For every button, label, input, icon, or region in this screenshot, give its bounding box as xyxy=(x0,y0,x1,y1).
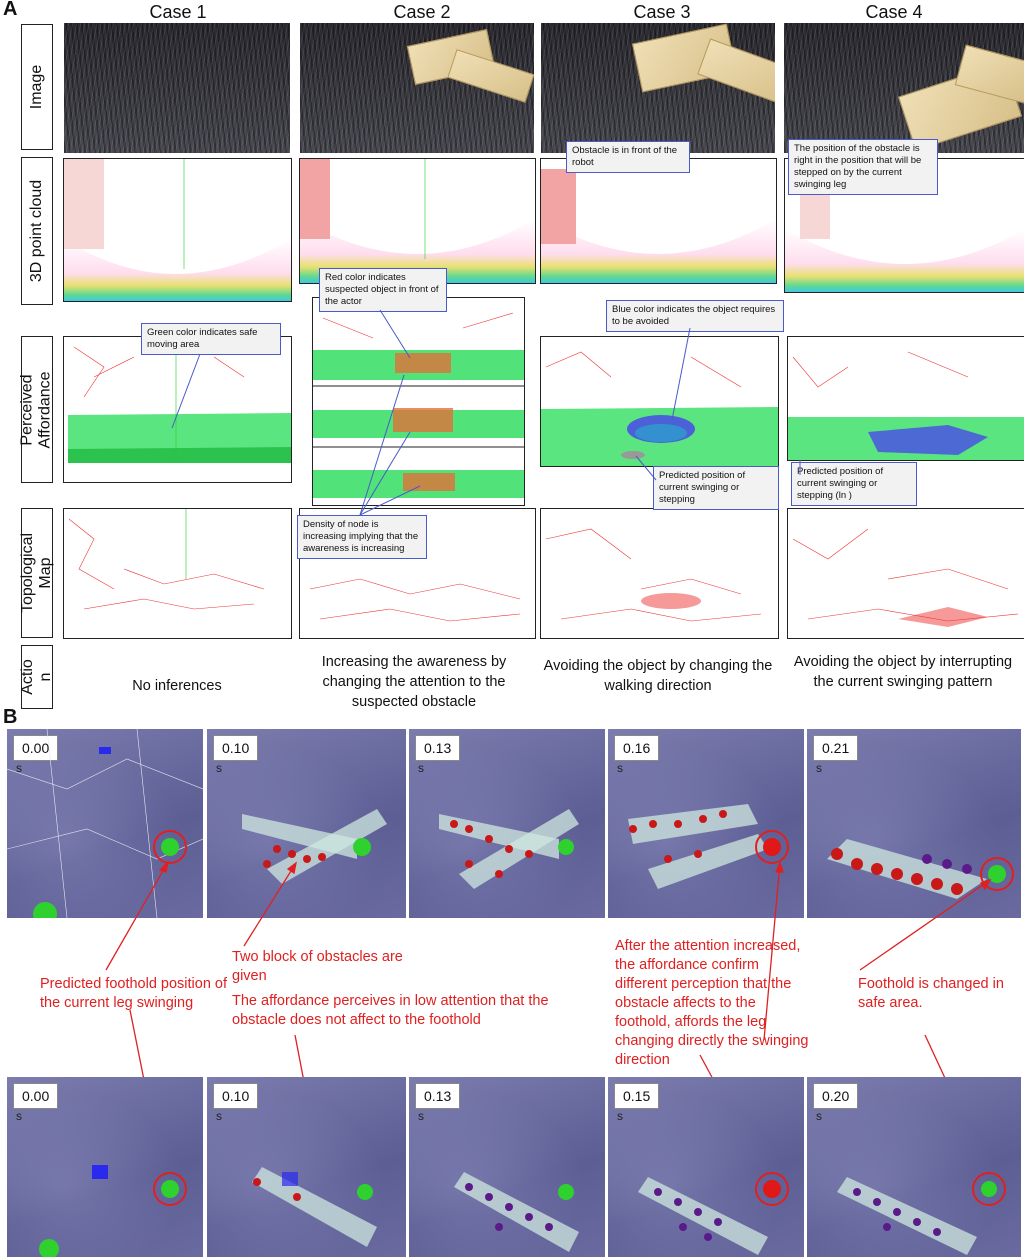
panel-b-label: B xyxy=(3,706,18,728)
case-3-point-cloud xyxy=(540,158,777,284)
time-label: 0.16 xyxy=(614,735,660,761)
case-4-topological-map xyxy=(787,508,1024,639)
case-2-image xyxy=(300,23,534,153)
note-predicted-foothold: Predicted foothold position of the curre… xyxy=(40,976,228,1011)
time-unit: s xyxy=(816,1109,822,1123)
sim-bottom-frame-4: 0.15 s xyxy=(608,1077,804,1257)
note-two-blocks: Two block of obstacles are given xyxy=(232,949,403,984)
time-label: 0.10 xyxy=(213,735,259,761)
time-unit: s xyxy=(216,761,222,775)
callout-leader-lines xyxy=(171,309,801,516)
case-3-image xyxy=(541,23,775,153)
row-label-affordance: Perceived Affordance xyxy=(19,336,54,483)
action-case-2: Increasing the awareness by changing the… xyxy=(321,654,507,710)
callout-red-color: Red color indicates suspected object in … xyxy=(319,268,447,312)
case-2-point-cloud xyxy=(299,158,536,284)
callout-obstacle-front: Obstacle is in front of the robot xyxy=(566,141,690,173)
callout-density: Density of node is increasing implying t… xyxy=(297,515,427,559)
callout-green-color: Green color indicates safe moving area xyxy=(141,323,281,355)
callout-predicted-case4: Predicted position of current swinging o… xyxy=(791,462,917,506)
case-3-affordance xyxy=(540,336,779,467)
case-1-point-cloud xyxy=(63,158,292,302)
time-unit: s xyxy=(418,1109,424,1123)
case-1-image xyxy=(64,23,290,153)
case-3-header: Case 3 xyxy=(633,2,691,22)
sim-top-frame-3: 0.13 s xyxy=(409,729,605,918)
row-label-topological: Topological Map xyxy=(19,508,54,638)
case-2-affordance xyxy=(312,297,525,506)
callout-blue-color: Blue color indicates the object requires… xyxy=(606,300,784,332)
time-label: 0.10 xyxy=(213,1083,259,1109)
sim-bottom-frame-2: 0.10 s xyxy=(207,1077,406,1257)
time-unit: s xyxy=(16,1109,22,1123)
time-label: 0.00 xyxy=(13,1083,59,1109)
row-label-image: Image xyxy=(21,24,53,150)
time-label: 0.00 xyxy=(13,735,59,761)
row-label-action: Actio n xyxy=(19,645,54,709)
case-1-affordance xyxy=(63,336,292,483)
sim-top-frame-1: 0.00 s xyxy=(7,729,203,918)
panel-a-label: A xyxy=(3,0,18,20)
time-unit: s xyxy=(16,761,22,775)
row-label-point-cloud: 3D point cloud xyxy=(21,157,53,305)
sim-top-frame-4: 0.16 s xyxy=(608,729,804,918)
case-3-topological-map xyxy=(540,508,779,639)
sim-bottom-frame-5: 0.20 s xyxy=(807,1077,1021,1257)
time-unit: s xyxy=(418,761,424,775)
time-unit: s xyxy=(816,761,822,775)
time-label: 0.21 xyxy=(813,735,859,761)
sim-bottom-frame-1: 0.00 s xyxy=(7,1077,203,1257)
action-case-4: Avoiding the object by interrupting the … xyxy=(793,654,1013,690)
time-label: 0.13 xyxy=(415,1083,461,1109)
time-unit: s xyxy=(617,1109,623,1123)
time-unit: s xyxy=(216,1109,222,1123)
callout-predicted-case3: Predicted position of current swinging o… xyxy=(653,466,779,510)
case-4-header: Case 4 xyxy=(865,2,923,22)
note-foothold-changed: Foothold is changed in safe area. xyxy=(858,976,1004,1011)
time-label: 0.20 xyxy=(813,1083,859,1109)
callout-obstacle-stepped: The position of the obstacle is right in… xyxy=(788,139,938,195)
sim-top-frame-2: 0.10 s xyxy=(207,729,406,918)
note-after-attention: After the attention increased, the affor… xyxy=(615,938,809,1068)
sim-bottom-frame-3: 0.13 s xyxy=(409,1077,605,1257)
case-1-header: Case 1 xyxy=(149,2,207,22)
case-4-affordance xyxy=(787,336,1024,461)
time-unit: s xyxy=(617,761,623,775)
action-case-1: No inferences xyxy=(132,678,222,694)
time-label: 0.15 xyxy=(614,1083,660,1109)
time-label: 0.13 xyxy=(415,735,461,761)
case-2-header: Case 2 xyxy=(393,2,451,22)
note-low-attention: The affordance perceives in low attentio… xyxy=(232,993,549,1028)
case-4-image xyxy=(784,23,1024,153)
case-1-topological-map xyxy=(63,508,292,639)
action-case-3: Avoiding the object by changing the walk… xyxy=(543,658,773,694)
